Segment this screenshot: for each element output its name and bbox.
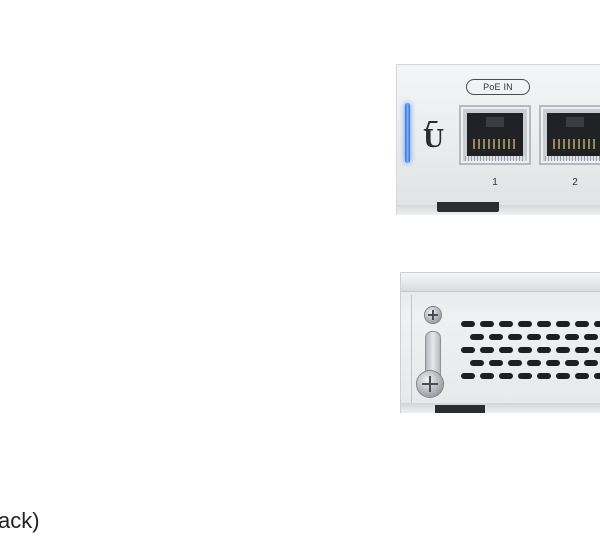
vent-slot [499,373,513,379]
vent-slot [480,347,494,353]
vent-slot [527,360,541,366]
vent-slot [508,334,522,340]
ethernet-port-2 [539,105,600,165]
rubber-foot [437,202,499,212]
vent-slot [537,321,551,327]
vent-slot [480,321,494,327]
vent-slot [575,321,589,327]
ubiquiti-logo-icon: U [423,124,444,153]
vent-slot [584,360,598,366]
vent-slot [575,347,589,353]
vent-slot [556,347,570,353]
rj45-jack-icon [547,113,600,157]
ground-screw-icon [417,371,443,397]
device-back-view [400,272,600,413]
vent-slot [470,334,484,340]
ethernet-port-1 [459,105,531,165]
device-front-view: U PoE IN 1 2 [396,64,600,215]
caption-text: ack) [0,508,40,533]
vent-slot [489,360,503,366]
vent-slot [518,347,532,353]
vent-slot [518,373,532,379]
vent-slot [461,373,475,379]
vent-slot [546,334,560,340]
vent-slot [594,321,600,327]
screw-icon [425,307,441,323]
vent-slot [489,334,503,340]
vent-slot [575,373,589,379]
port-number-2: 2 [572,177,578,188]
vent-slot [565,360,579,366]
vent-slot [480,373,494,379]
vent-slot [565,334,579,340]
rubber-foot [435,405,485,413]
poe-in-label: PoE IN [466,79,530,95]
vent-slot [537,347,551,353]
status-led [405,103,410,163]
vent-slot [556,373,570,379]
vent-slot [508,360,522,366]
vent-slot [527,334,541,340]
vent-slot [470,360,484,366]
vent-slot [594,347,600,353]
vent-slot [499,321,513,327]
vent-slot [518,321,532,327]
vent-slot [556,321,570,327]
vent-slot [461,321,475,327]
rj45-jack-icon [467,113,523,157]
vent-slot [461,347,475,353]
vent-slot [594,373,600,379]
vent-slot [584,334,598,340]
vent-slot [546,360,560,366]
vent-slot [537,373,551,379]
port-number-1: 1 [492,177,498,188]
vent-slot [499,347,513,353]
